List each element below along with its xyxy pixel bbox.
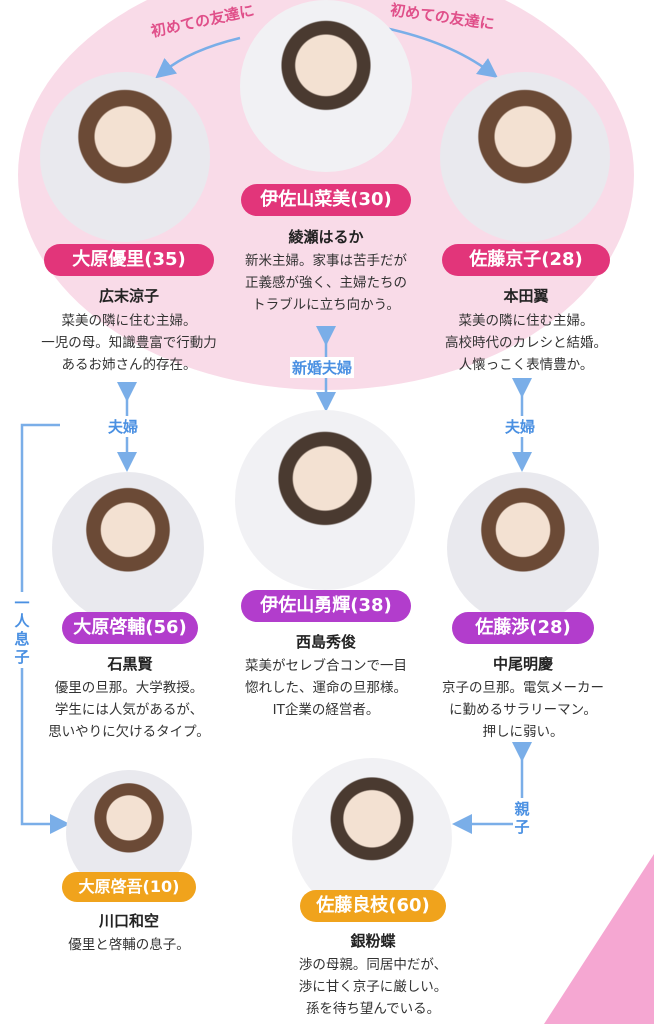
name-tag-nami: 伊佐山菜美(30) [241,184,411,216]
actor-keisuke: 石黒賢 [107,655,153,673]
actor-yoshie: 銀粉蝶 [350,932,396,950]
photo-wataru [447,472,599,624]
label-only-son: 一人息子 [13,592,31,668]
photo-yuki [235,410,415,590]
actor-wataru: 中尾明慶 [492,655,553,673]
photo-kyoko [440,72,610,242]
desc-wataru-line3: 押しに弱い。 [482,724,564,740]
desc-kyoko-line1: 菜美の隣に住む主婦。 [458,313,594,329]
arrow-first-friend-left [155,36,241,79]
name-tag-wataru: 佐藤渉(28) [452,612,594,644]
name-tag-keigo: 大原啓吾(10) [62,872,196,902]
photo-yuri [40,72,210,242]
label-newlywed: 新婚夫婦 [290,357,355,378]
name-tag-kyoko: 佐藤京子(28) [442,244,610,276]
label-couple-left: 夫婦 [106,416,141,437]
desc-yuri-line2: 一児の母。知識豊富で行動力 [41,335,217,351]
name-tag-yuri: 大原優里(35) [44,244,214,276]
desc-nami-line3: トラブルに立ち向かう。 [252,297,400,313]
desc-keigo-line1: 優里と啓輔の息子。 [68,937,190,953]
desc-nami-line2: 正義感が強く、主婦たちの [245,275,407,291]
desc-keisuke-line3: 思いやりに欠けるタイプ。 [48,724,210,740]
desc-kyoko-line3: 人懐っこく表情豊か。 [458,357,594,373]
desc-yuki-line2: 惚れした、運命の旦那様。 [245,680,407,696]
desc-yoshie-line1: 渉の母親。同居中だが、 [298,957,448,973]
desc-yoshie-line2: 渉に甘く京子に厳しい。 [298,979,448,995]
arrow-first-friend-right [384,26,499,78]
label-parent-child: 親子 [513,798,531,838]
desc-yoshie-line3: 孫を待ち望んでいる。 [305,1001,441,1017]
label-couple-right: 夫婦 [503,416,538,437]
desc-keisuke-line2: 学生には人気があるが、 [54,702,204,718]
desc-yuri-line3: あるお姉さん的存在。 [61,357,197,373]
desc-nami-line1: 新米主婦。家事は苦手だが [245,253,407,269]
actor-keigo: 川口和空 [98,912,159,930]
desc-yuki-line1: 菜美がセレブ合コンで一目 [245,658,407,674]
actor-nami: 綾瀬はるか [288,228,364,246]
photo-keisuke [52,472,204,624]
name-tag-yuki: 伊佐山勇輝(38) [241,590,411,622]
actor-yuri: 広末涼子 [98,287,159,305]
name-tag-keisuke: 大原啓輔(56) [62,612,198,644]
desc-yuri-line1: 菜美の隣に住む主婦。 [61,313,197,329]
desc-wataru-line1: 京子の旦那。電気メーカー [442,680,604,696]
actor-kyoko: 本田翼 [503,287,549,305]
actor-yuki: 西島秀俊 [295,633,356,651]
name-tag-yoshie: 佐藤良枝(60) [300,890,446,922]
corner-decoration [544,854,654,1024]
desc-wataru-line2: に勤めるサラリーマン。 [449,702,597,718]
photo-nami [240,0,412,172]
desc-yuki-line3: IT企業の経営者。 [272,702,380,718]
desc-kyoko-line2: 高校時代のカレシと結婚。 [445,335,607,351]
desc-keisuke-line1: 優里の旦那。大学教授。 [54,680,204,696]
